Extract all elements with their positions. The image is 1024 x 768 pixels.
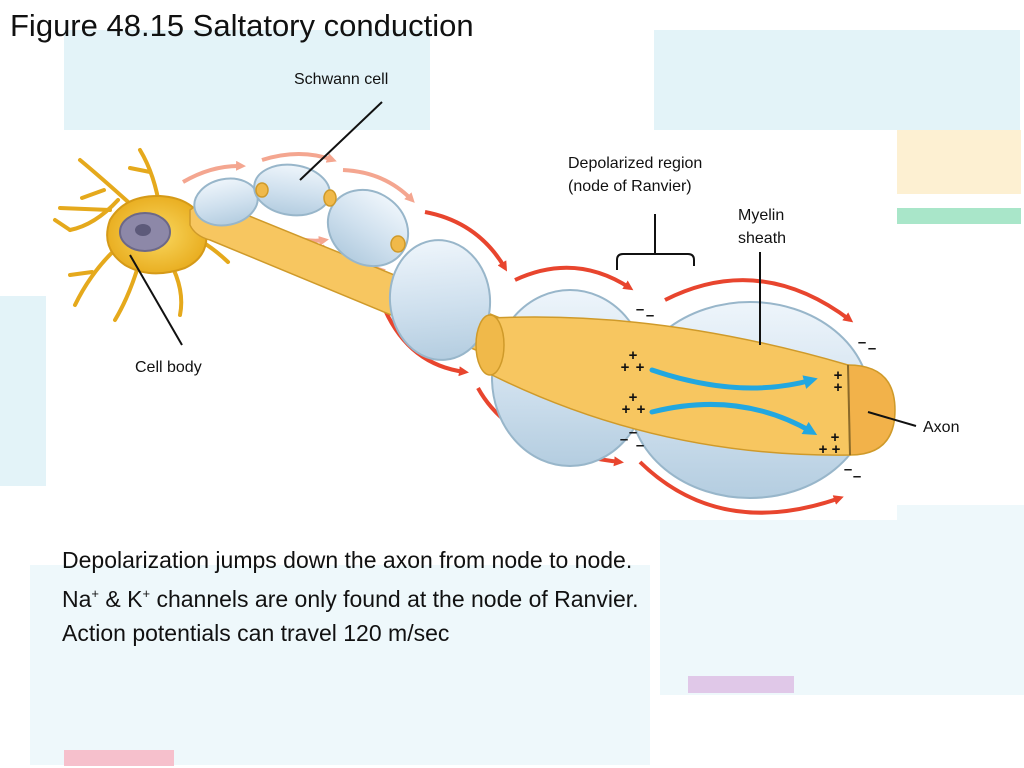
caption-k: & K (99, 586, 143, 612)
axon-entry-node (475, 314, 505, 376)
signal-arrows (383, 210, 854, 515)
minus-sign: – (629, 424, 637, 441)
axon-leader (867, 411, 917, 427)
bg-panel-bottom-left (30, 565, 650, 765)
schwann-cell-4 (388, 239, 492, 361)
cell-body (53, 148, 232, 322)
label-depolarized-region-line1: Depolarized region (568, 155, 703, 172)
caption-na: Na (62, 586, 92, 612)
myelin-segments-near (193, 163, 492, 361)
plus-sign: + (621, 359, 630, 376)
caption: Depolarization jumps down the axon from … (62, 543, 639, 650)
bg-panel-bottom-pink-bar (64, 750, 174, 766)
label-myelin-sheath-line1: Myelin (738, 207, 785, 224)
minus-sign: – (868, 340, 876, 357)
superscript-plus: + (91, 586, 99, 601)
plus-sign: + (832, 441, 841, 458)
label-depolarized-region-line2: (node of Ranvier) (568, 178, 692, 195)
schwann-cell-leader (299, 101, 383, 181)
caption-line-2: Na+ & K+ channels are only found at the … (62, 577, 639, 616)
plus-sign: + (819, 441, 828, 458)
caption-line-1: Depolarization jumps down the axon from … (62, 547, 633, 573)
label-depolarized-region: Depolarized region (node of Ranvier) (568, 152, 702, 198)
plus-sign: + (629, 389, 638, 406)
nodes-of-ranvier-near (255, 182, 406, 253)
plus-sign: + (622, 401, 631, 418)
slide-title: Figure 48.15 Saltatory conduction (10, 8, 474, 43)
plus-sign: + (834, 367, 843, 384)
bg-panel-right-bar (897, 208, 1021, 224)
caption-line-3: Action potentials can travel 120 m/sec (62, 620, 450, 646)
label-myelin-sheath-line2: sheath (738, 230, 787, 247)
axon-end-cap (847, 364, 896, 456)
plus-sign: + (629, 347, 638, 364)
minus-sign: – (844, 461, 852, 478)
bg-panel-bottom-right (660, 505, 1024, 695)
label-cell-body: Cell body (135, 359, 202, 376)
plus-sign: + (636, 359, 645, 376)
minus-sign: – (636, 301, 644, 318)
local-current-arrows (649, 367, 818, 436)
leader-lines (129, 101, 917, 427)
label-schwann-cell: Schwann cell (294, 71, 389, 88)
plus-sign: + (637, 401, 646, 418)
minus-sign: – (646, 307, 654, 324)
caption-channels: channels are only found at the node of R… (150, 586, 639, 612)
charge-symbols: – – + + + + + + – – – – – + + + + + – – (620, 301, 876, 485)
bg-panel-right-strip (897, 130, 1021, 194)
minus-sign: – (620, 431, 628, 448)
plus-sign: + (831, 429, 840, 446)
plus-sign: + (834, 379, 843, 396)
superscript-plus: + (142, 586, 151, 601)
bg-panel-bottom-violet-bar (688, 676, 794, 693)
minus-sign: – (636, 437, 644, 454)
cell-body-leader (129, 254, 183, 346)
label-myelin-sheath: Myelin sheath (738, 204, 786, 250)
minus-sign: – (858, 334, 866, 351)
bg-panel-left-mid (0, 296, 46, 486)
label-axon: Axon (923, 419, 960, 436)
minus-sign: – (853, 468, 861, 485)
diagram-background-top (250, 130, 897, 140)
